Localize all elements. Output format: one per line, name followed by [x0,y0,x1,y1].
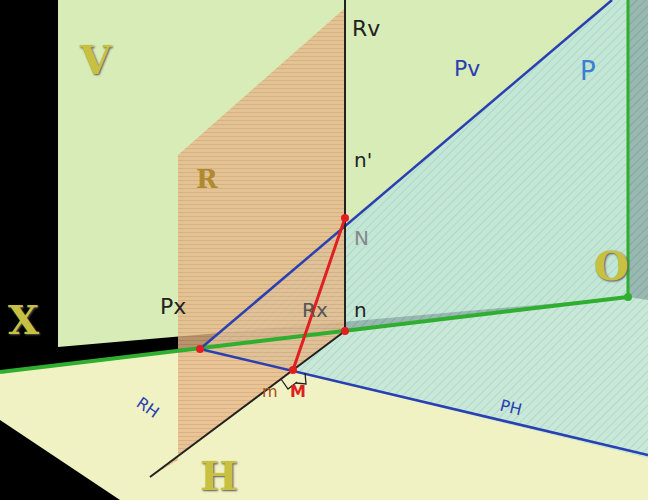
point-label: m [262,384,278,400]
right-angle [296,373,306,384]
trace-label: Rv [352,18,380,40]
point-label: n' [354,150,372,170]
point-label: M [290,384,306,400]
x-axis [0,297,628,372]
plane-r [150,8,345,477]
point [341,214,349,222]
trace-ph [200,349,648,455]
point-label: Rx [302,300,328,320]
trace-rv [344,0,346,331]
point [289,366,297,374]
plane-label: P [580,58,596,84]
trace-label: Pv [454,58,480,80]
point [196,345,204,353]
point [341,327,349,335]
plane-label: V [80,40,111,80]
origin-label: O [594,246,629,286]
axis-label: X [8,300,39,340]
point-label: Px [160,296,186,318]
point [624,293,632,301]
point-label: N [354,228,369,248]
line-mn [293,218,345,370]
trace-label: PH [498,398,523,419]
trace-rh [150,331,345,477]
plane-label: H [200,456,238,496]
plane-label: R [196,166,218,192]
point-label: n [354,300,367,320]
trace-pv [200,0,612,349]
